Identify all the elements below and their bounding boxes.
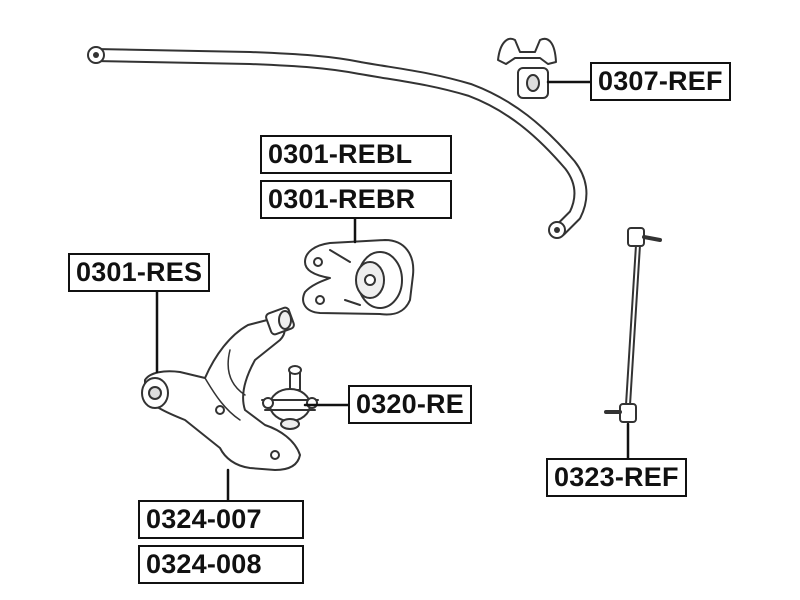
- stabilizer-bar: [87, 46, 588, 239]
- ball-joint-drawing: [261, 365, 319, 430]
- engine-mount-drawing: [302, 239, 415, 316]
- leader-lines: [155, 80, 630, 504]
- stabilizer-bushing-drawing: [497, 37, 557, 99]
- label-mount-left: 0301-REBL: [260, 135, 452, 174]
- label-mount-right: 0301-REBR: [260, 180, 452, 219]
- label-stabilizer-link: 0323-REF: [546, 458, 687, 497]
- label-arm-left: 0324-007: [138, 500, 304, 539]
- label-stabilizer-bushing: 0307-REF: [590, 62, 731, 101]
- stabilizer-link-drawing: [604, 227, 662, 423]
- label-arm-bushing: 0301-RES: [68, 253, 211, 292]
- label-arm-right: 0324-008: [138, 545, 304, 584]
- label-ball-joint: 0320-RE: [348, 385, 472, 424]
- lower-control-arm-drawing: [141, 306, 301, 471]
